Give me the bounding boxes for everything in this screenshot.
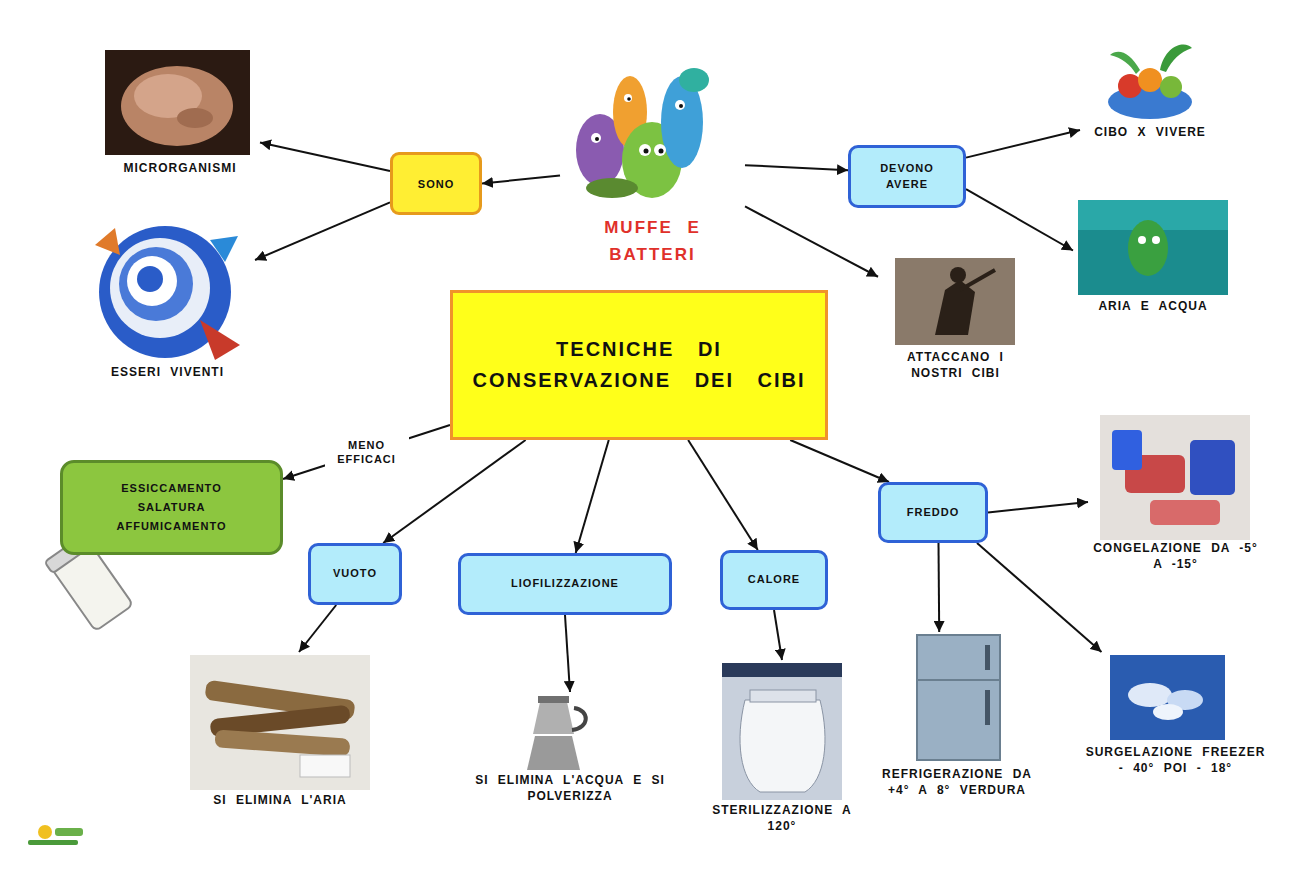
picture-caption: ATTACCANO I NOSTRI CIBI (878, 255, 1033, 400)
title-box: TECNICHE DI CONSERVAZIONE DEI CIBI (450, 290, 828, 440)
method-box: LIOFILIZZAZIONE (458, 553, 672, 615)
box-text: SONO (401, 178, 471, 190)
box-text: VUOTO (319, 566, 391, 581)
microorganism-photo (105, 50, 250, 155)
box-text: CALORE (731, 572, 817, 587)
connector-arrow (977, 543, 1102, 652)
connector-arrow (938, 543, 941, 632)
caption-text: STERILIZZAZIONE A 120° (702, 802, 862, 834)
caption-text: SURGELAZIONE FREEZER - 40° POI - 18° (1083, 744, 1268, 776)
logo (28, 825, 83, 845)
deep-freeze-picture (1110, 655, 1225, 740)
method-box: CALORE (720, 550, 828, 610)
vacuum-pack-picture (190, 655, 370, 790)
connector-arrow (745, 206, 878, 276)
picture-caption: REFRIGERAZIONE DA +4° A 8° VERDURA (868, 632, 1046, 857)
fridge-picture (917, 635, 1000, 760)
mold-bacteria-cartoon (576, 68, 709, 198)
connector-arrow (745, 165, 848, 170)
caption-text: ATTACCANO I NOSTRI CIBI (878, 349, 1033, 381)
connector-arrow (774, 610, 782, 660)
picture-caption: STERILIZZAZIONE A 120° (702, 660, 862, 860)
picture-caption: CONGELAZIONE DA -5° A -15° (1088, 412, 1263, 592)
method-box: VUOTO (308, 543, 402, 605)
connector-arrow (565, 615, 570, 692)
spiral-picture (95, 226, 240, 360)
water-fish-picture (1078, 200, 1228, 295)
moka-picture (527, 696, 586, 770)
box-text: LIOFILIZZAZIONE (469, 576, 661, 591)
method-box: FREDDO (878, 482, 988, 543)
picture-caption: MICRORGANISMI (100, 48, 260, 183)
picture-caption: SURGELAZIONE FREEZER - 40° POI - 18° (1083, 652, 1268, 837)
edge-label: MENO EFFICACI (325, 437, 409, 468)
attack-picture (895, 258, 1015, 345)
box-text: ESSICCAMENTO SALATURA AFFUMICAMENTO (71, 479, 272, 535)
freezing-picture (1100, 415, 1250, 540)
relation-box: DEVONO AVERE (848, 145, 966, 208)
caption-text: MICRORGANISMI (100, 160, 260, 176)
caption-text: ARIA E ACQUA (1073, 298, 1233, 314)
connector-arrow (283, 425, 450, 479)
method-box: ESSICCAMENTO SALATURA AFFUMICAMENTO (60, 460, 283, 555)
caption-text: ESSERI VIVENTI (80, 364, 255, 380)
food-bowl-picture (1108, 44, 1192, 119)
relation-box: SONO (390, 152, 482, 215)
caption-text: CONGELAZIONE DA -5° A -15° (1088, 540, 1263, 572)
connector-arrow (482, 176, 560, 184)
box-text: DEVONO AVERE (859, 161, 955, 192)
box-text: FREDDO (889, 505, 977, 520)
connector-arrow (966, 130, 1080, 158)
caption-text: CIBO X VIVERE (1080, 124, 1220, 140)
connector-arrow (576, 440, 609, 553)
picture-caption: ESSERI VIVENTI (80, 222, 255, 412)
connector-arrow (790, 440, 889, 482)
connector-arrow (260, 143, 390, 171)
sterilization-picture (722, 663, 842, 800)
connector-arrow (966, 189, 1073, 250)
connector-arrow (988, 502, 1088, 513)
picture-caption: SI ELIMINA L'ACQUA E SI POLVERIZZA (470, 692, 670, 837)
illustration-caption: MUFFE E BATTERI (560, 62, 745, 268)
caption-text: SI ELIMINA L'ARIA (185, 792, 375, 808)
caption-text: MUFFE E BATTERI (560, 214, 745, 268)
caption-text: REFRIGERAZIONE DA +4° A 8° VERDURA (868, 766, 1046, 798)
picture-caption: CIBO X VIVERE (1080, 32, 1220, 172)
picture-caption: ARIA E ACQUA (1073, 198, 1233, 348)
connector-arrow (688, 440, 758, 550)
caption-text: SI ELIMINA L'ACQUA E SI POLVERIZZA (470, 772, 670, 804)
connector-arrow (255, 202, 390, 260)
box-text: TECNICHE DI CONSERVAZIONE DEI CIBI (467, 334, 811, 396)
picture-caption: SI ELIMINA L'ARIA (185, 652, 375, 842)
connector-arrow (299, 605, 336, 652)
